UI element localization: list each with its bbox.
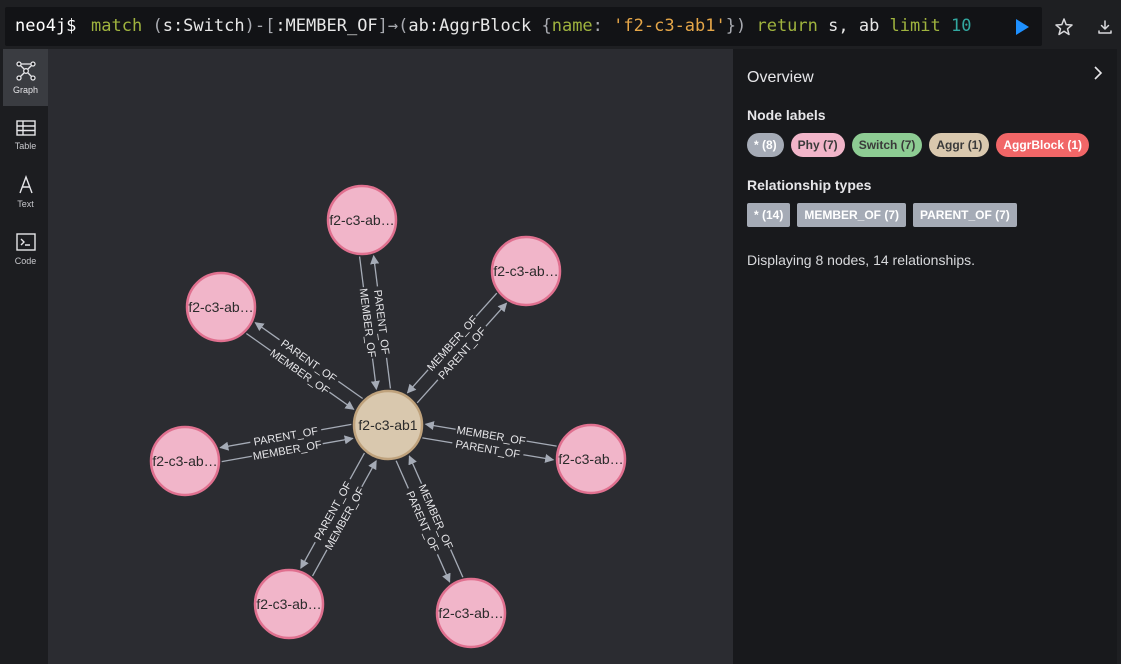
query-token: :Switch [172, 16, 245, 36]
node-caption: f2-c3-ab… [188, 299, 253, 315]
query-token [142, 16, 152, 36]
view-switcher: Graph Table Text [0, 49, 48, 664]
table-view-tab[interactable]: Table [3, 106, 48, 163]
relationship[interactable]: MEMBER_OF [357, 256, 380, 391]
overview-title: Overview [747, 69, 814, 86]
node-caption: f2-c3-ab1 [358, 417, 417, 433]
graph-view-tab[interactable]: Graph [3, 49, 48, 106]
node-label-pill[interactable]: * (8) [747, 133, 784, 157]
switch-node[interactable]: f2-c3-ab… [435, 577, 507, 649]
overview-panel: Overview Node labels * (8)Phy (7)Switch … [733, 49, 1117, 664]
relationship-type-pill[interactable]: MEMBER_OF (7) [797, 203, 907, 227]
relationship-type-pill[interactable]: PARENT_OF (7) [913, 203, 1017, 227]
node-caption: f2-c3-ab… [256, 596, 321, 612]
query-token: :AggrBlock [428, 16, 532, 36]
query-token: :MEMBER_OF [275, 16, 378, 36]
query-token: limit [879, 16, 941, 36]
graph-tab-label: Graph [12, 85, 38, 95]
graph-icon [15, 61, 36, 81]
node-label-pill[interactable]: AggrBlock (1) [996, 133, 1090, 157]
query-token: return [746, 16, 818, 36]
query-token: s, ab [817, 16, 880, 36]
code-tab-label: Code [14, 256, 37, 266]
star-icon[interactable] [1053, 16, 1075, 38]
relationship-types-heading: Relationship types [747, 177, 872, 193]
node-caption: f2-c3-ab… [329, 212, 394, 228]
query-token: match [91, 16, 143, 36]
relationship[interactable]: MEMBER_OF [245, 332, 355, 410]
code-view-tab[interactable]: Code [3, 220, 48, 277]
switch-node[interactable]: f2-c3-ab… [326, 184, 398, 256]
table-icon [15, 120, 36, 136]
text-icon [18, 175, 33, 194]
result-frame: Graph Table Text [0, 49, 1117, 664]
switch-node[interactable]: f2-c3-ab… [555, 423, 627, 495]
aggr-block-node[interactable]: f2-c3-ab1 [352, 389, 424, 461]
query-token: 'f2-c3-ab1' [613, 16, 726, 36]
node-labels-heading: Node labels [747, 107, 826, 123]
play-icon[interactable] [1012, 17, 1032, 37]
query-token: ab [408, 16, 429, 36]
code-icon [15, 233, 36, 251]
prompt-label: neo4j$ [15, 16, 77, 36]
query-token: { [531, 16, 552, 36]
switch-node[interactable]: f2-c3-ab… [253, 568, 325, 640]
relationship-type-pill[interactable]: * (14) [747, 203, 791, 227]
relationship[interactable]: MEMBER_OF [406, 292, 498, 394]
query-token: ( [152, 16, 163, 36]
node-label-pill[interactable]: Aggr (1) [929, 133, 990, 157]
relationship[interactable]: PARENT_OF [416, 302, 508, 404]
download-icon[interactable] [1094, 16, 1116, 38]
query-token: : [592, 16, 614, 36]
text-tab-label: Text [17, 199, 34, 209]
query-text[interactable]: match (s:Switch)-[:MEMBER_OF]→(ab:AggrBl… [91, 7, 971, 46]
query-token: 10 [940, 16, 972, 36]
switch-node[interactable]: f2-c3-ab… [490, 235, 562, 307]
relationship[interactable]: PARENT_OF [254, 322, 364, 400]
query-token: name [551, 16, 593, 36]
node-caption: f2-c3-ab… [558, 451, 623, 467]
query-editor[interactable]: neo4j$ match (s:Switch)-[:MEMBER_OF]→(ab… [5, 7, 1042, 46]
node-caption: f2-c3-ab… [438, 605, 503, 621]
switch-node[interactable]: f2-c3-ab… [149, 425, 221, 497]
query-token: )-[ [244, 16, 276, 36]
chevron-right-icon[interactable] [1091, 65, 1105, 81]
text-view-tab[interactable]: Text [3, 163, 48, 220]
graph-summary: Displaying 8 nodes, 14 relationships. [747, 252, 976, 268]
table-tab-label: Table [14, 141, 37, 151]
query-token: }) [725, 16, 747, 36]
query-token: s [162, 16, 173, 36]
switch-node[interactable]: f2-c3-ab… [185, 271, 257, 343]
query-token: ]→( [377, 16, 409, 36]
node-caption: f2-c3-ab… [152, 453, 217, 469]
node-label-pill[interactable]: Switch (7) [851, 133, 923, 157]
node-label-list: * (8)Phy (7)Switch (7)Aggr (1)AggrBlock … [747, 133, 1103, 157]
node-caption: f2-c3-ab… [493, 263, 558, 279]
relationship-type-list: * (14)MEMBER_OF (7)PARENT_OF (7) [747, 203, 1103, 227]
node-label-pill[interactable]: Phy (7) [790, 133, 845, 157]
